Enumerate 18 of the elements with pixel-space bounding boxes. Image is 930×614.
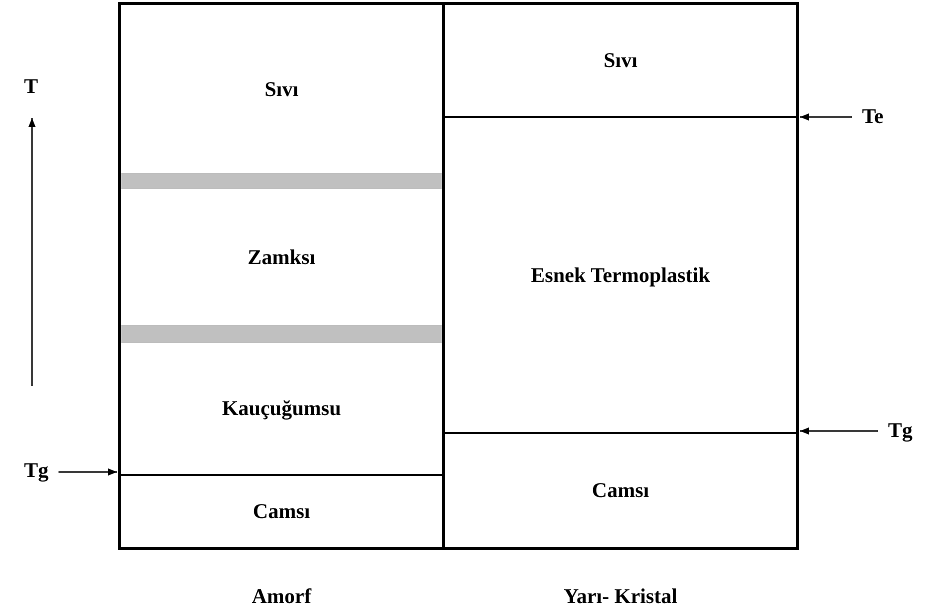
column-heading: Yarı- Kristal xyxy=(562,584,678,609)
axis-label: T xyxy=(24,74,38,99)
phase-name: Camsı xyxy=(592,478,650,503)
arrow xyxy=(800,113,852,121)
column-heading: Amorf xyxy=(250,584,312,609)
arrow xyxy=(58,468,117,476)
transition-band xyxy=(121,325,442,343)
phase-name: Sıvı xyxy=(264,76,298,102)
temperature-label: Tg xyxy=(888,418,913,443)
temperature-label: Te xyxy=(862,104,884,129)
phase-name: Kauçuğumsu xyxy=(222,396,342,421)
arrow xyxy=(800,427,878,435)
phase-name: Zamksı xyxy=(248,244,316,270)
phase-name: Sıvı xyxy=(604,48,638,73)
phase-name: Esnek Termoplastik xyxy=(530,262,710,288)
phase-name: Camsı xyxy=(252,499,310,524)
temperature-label: Tg xyxy=(24,458,49,483)
transition-band xyxy=(121,173,442,189)
